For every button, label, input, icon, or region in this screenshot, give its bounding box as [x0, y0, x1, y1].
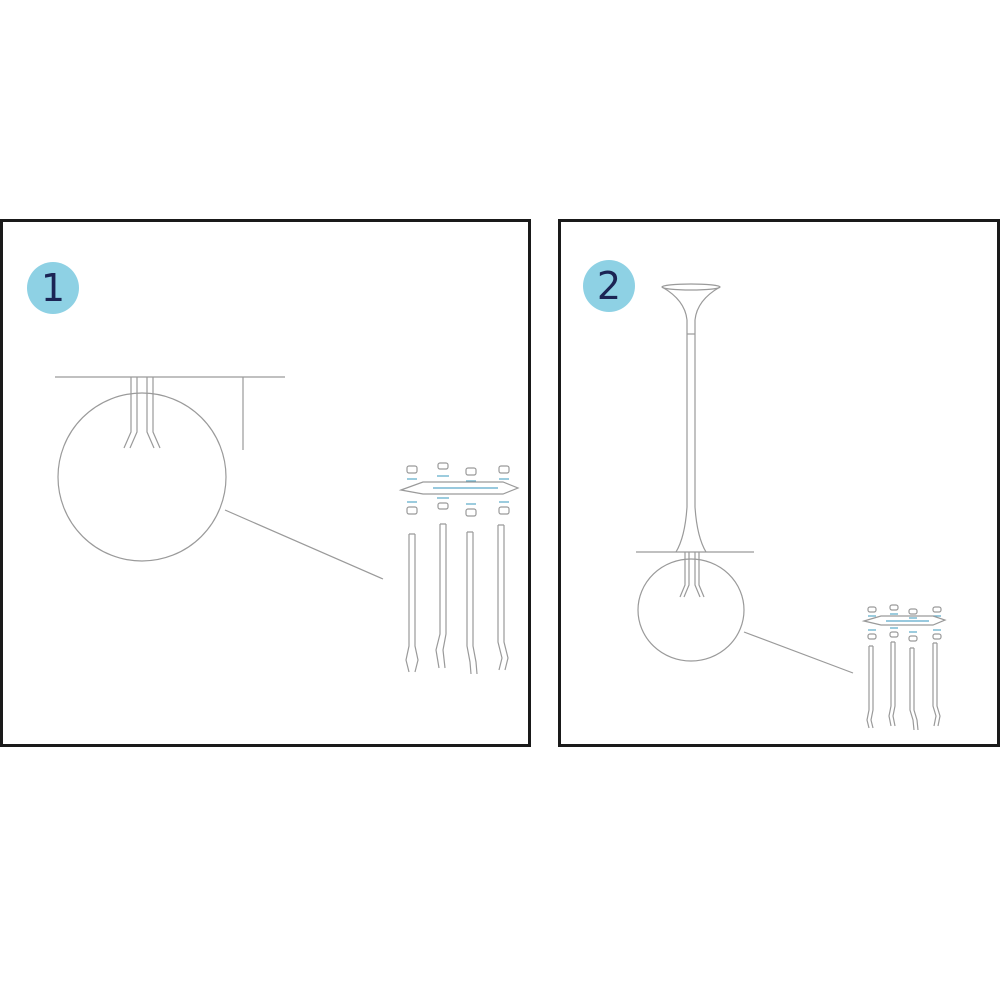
rod-1 [866, 645, 874, 729]
canopy [661, 286, 721, 334]
nut-set-bottom [867, 631, 942, 642]
rod-4 [497, 524, 509, 671]
leader-line [224, 509, 384, 580]
step-2-number: 2 [596, 264, 622, 308]
nut-set-bottom [406, 502, 510, 517]
mounting-plate [861, 615, 947, 626]
nut-set-top [867, 604, 942, 615]
rod-4 [932, 642, 941, 727]
step-2-badge: 2 [583, 260, 635, 312]
globe-shade [637, 558, 745, 662]
suspension-rod [123, 377, 138, 449]
step-2-panel: 2 [558, 219, 1000, 747]
washer-set-bottom [868, 627, 941, 633]
canopy-top [661, 283, 721, 291]
stem-flare [675, 506, 707, 553]
step-2-illustration [636, 283, 947, 731]
step-1-number: 1 [40, 266, 66, 310]
washer-set-top [407, 475, 509, 482]
nut-set-top [406, 462, 510, 476]
washer-set-bottom [407, 497, 509, 505]
rod-3 [466, 531, 478, 675]
step-1-panel: 1 [0, 219, 531, 747]
suspension-rod [694, 552, 705, 598]
mounting-plate [398, 481, 520, 495]
globe-shade [57, 392, 227, 562]
leader-line [743, 631, 854, 674]
rod-2 [435, 523, 447, 669]
rod-2 [888, 641, 896, 727]
rod-1 [405, 533, 419, 673]
step-1-illustration [55, 376, 520, 675]
step-1-badge: 1 [27, 262, 79, 314]
suspension-rod [146, 377, 161, 449]
pendant-stem [686, 334, 696, 507]
suspension-rod [679, 552, 690, 598]
rod-3 [909, 647, 919, 731]
